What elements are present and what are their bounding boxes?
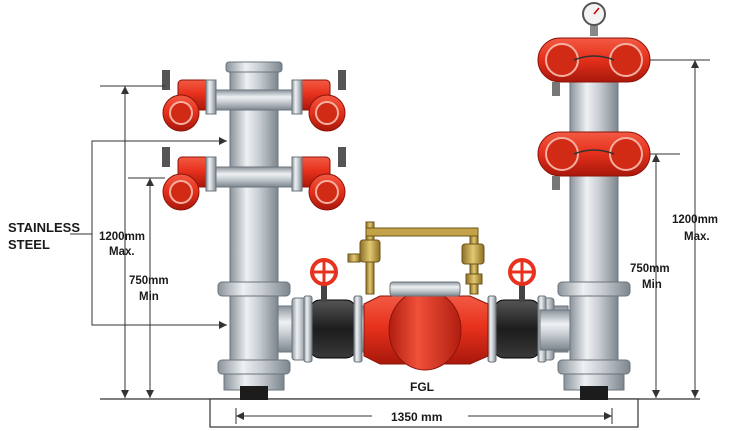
width-dimension-label: 1350 mm	[391, 410, 442, 424]
right-max-height-value: 1200mm	[672, 214, 718, 226]
right-max-height-suffix: Max.	[684, 231, 710, 243]
central-check-valve	[363, 281, 489, 371]
left-butterfly-valve	[303, 258, 363, 363]
left-dimension-lines	[91, 85, 227, 398]
left-outlet-upper-right	[291, 70, 346, 132]
ground-base	[100, 398, 700, 428]
left-hydrant-pillar	[199, 61, 309, 400]
right-butterfly-valve	[487, 258, 547, 363]
right-dimension-lines	[650, 59, 710, 398]
valve-label: FGL	[410, 380, 434, 394]
right-min-height-value: 750mm	[630, 263, 670, 275]
left-outlet-lower-right	[291, 147, 346, 211]
left-min-height-value: 750mm	[129, 275, 169, 287]
right-outlet-upper	[537, 37, 651, 96]
width-dimension-line	[235, 408, 613, 424]
left-max-height-suffix: Max.	[109, 246, 135, 258]
pressure-gauge-icon	[582, 2, 606, 36]
material-label-line2: STEEL	[8, 237, 50, 252]
material-label-line1: STAINLESS	[8, 220, 80, 235]
right-min-height-suffix: Min	[642, 279, 662, 291]
left-min-height-suffix: Min	[139, 291, 159, 303]
left-outlet-lower-left	[162, 147, 217, 211]
right-hydrant-pillar	[539, 61, 631, 400]
right-outlet-lower	[537, 131, 651, 190]
brass-trim-piping	[347, 221, 485, 295]
left-max-height-value: 1200mm	[99, 231, 145, 243]
left-outlet-upper-left	[162, 70, 217, 132]
